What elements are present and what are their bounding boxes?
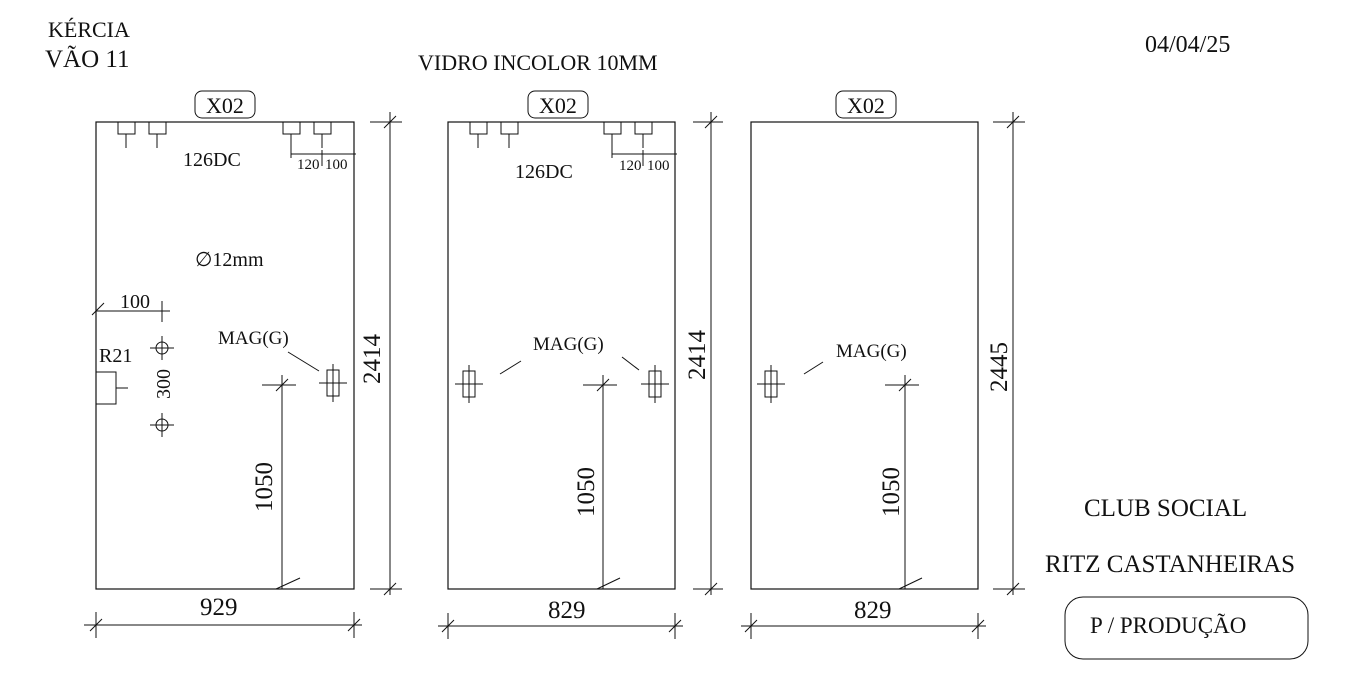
panel-1-code: X02 [206,93,244,118]
panel-1-height: 2414 [359,334,386,385]
panel-3-code: X02 [847,93,885,118]
span-label: VÃO 11 [45,45,130,73]
client-name: KÉRCIA [48,17,130,42]
panel-2-hinges [469,121,677,166]
panel-2: X02 126DC 120 100 MAG(G) 1050 [438,90,723,639]
panel-1-magnet-label: MAG(G) [218,328,289,349]
panel-1-notch [95,371,117,405]
status-box [1064,596,1309,660]
panel-3: X02 MAG(G) 1050 2445 829 [741,90,1025,639]
material-label: VIDRO INCOLOR 10MM [418,50,658,75]
panel-2-height: 2414 [684,330,711,381]
panel-2-width: 829 [548,597,586,624]
panel-1-magnet-height: 1050 [251,462,278,512]
panel-3-glass [750,121,979,590]
panel-3-code-box [835,90,897,119]
panel-1-hinges [117,121,356,166]
date-label: 04/04/25 [1145,32,1230,58]
panel-2-magnet-label: MAG(G) [533,334,604,355]
panel-1-glass [95,121,355,590]
panel-3-magnet-height: 1050 [878,467,905,517]
panel-1-hinge-offset-a: 120 [297,157,320,173]
panel-1-radius: R21 [99,345,132,367]
panel-2-magnet-height: 1050 [573,467,600,517]
panel-1-handle-holes [150,336,174,437]
panel-1-code-box [194,90,256,119]
panel-1: X02 126DC 120 100 ∅12mm 100 R21 [84,90,402,638]
project-line-2: RITZ CASTANHEIRAS [1045,551,1295,578]
panel-1-handle-spacing: 300 [153,369,175,399]
project-line-1: CLUB SOCIAL [1084,495,1247,522]
panel-2-hardware-code: 126DC [515,161,573,183]
panel-3-height: 2445 [986,342,1013,392]
panel-1-width: 929 [200,594,238,621]
panel-2-hinge-offset-b: 100 [647,158,670,174]
panel-2-hinge-offset-a: 120 [619,158,642,174]
status-label: P / PRODUÇÃO [1090,613,1246,638]
panel-3-width: 829 [854,597,892,624]
panel-1-hinge-offset-b: 100 [325,157,348,173]
panel-1-hardware-code: 126DC [183,149,241,171]
panel-3-magnet-label: MAG(G) [836,341,907,362]
panel-2-code: X02 [539,93,577,118]
panel-1-hole-diameter: ∅12mm [195,249,264,271]
panel-2-code-box [527,90,589,119]
panel-1-handle-offset: 100 [120,291,150,313]
panel-2-glass [447,121,676,590]
